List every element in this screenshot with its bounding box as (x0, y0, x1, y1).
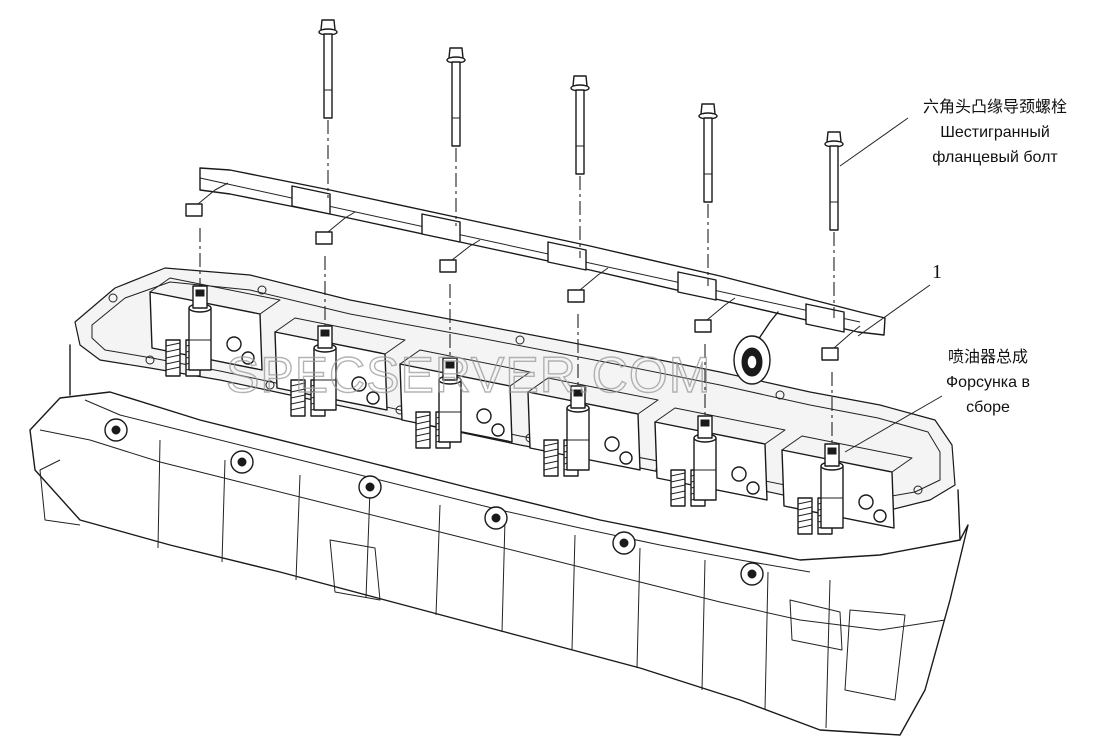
watermark-text: SPECSERVER.COM (226, 347, 711, 403)
flange-bolts (318, 19, 844, 318)
item-number-label: 1 (932, 261, 942, 283)
flange-bolt-4 (698, 103, 718, 286)
bolt-label-ru-line2: фланцевый болт (932, 149, 1058, 166)
flange-bolt-5 (824, 131, 844, 318)
injector-harness-rail (185, 167, 886, 385)
injector-label-zh: 喷油器总成 (948, 348, 1028, 366)
rail-connector-plugs (185, 182, 861, 361)
cylinder-4 (527, 314, 659, 477)
flange-bolt-1 (318, 19, 338, 198)
cylinder-2 (274, 256, 406, 417)
cylinder-assemblies (149, 228, 913, 535)
injector-callout: 喷油器总成 Форсунка в сборе (844, 348, 1030, 453)
bolt-label-ru-line1: Шестигранный (940, 124, 1050, 141)
cylinder-1 (149, 228, 281, 377)
flange-bolt-2 (446, 47, 466, 226)
harness-round-connector (733, 311, 779, 385)
cylinder-6 (781, 372, 913, 535)
item-number-callout: 1 (857, 261, 942, 337)
rail-bosses (291, 185, 845, 333)
flange-bolt-3 (570, 75, 590, 258)
head-bolts-front (104, 418, 764, 586)
injector-label-ru-line2: сборе (966, 399, 1010, 416)
cylinder-5 (654, 344, 786, 507)
cylinder-3 (399, 284, 531, 449)
bolt-callout: 六角头凸缘导颈螺栓 Шестигранный фланцевый болт (839, 98, 1067, 167)
bolt-label-zh: 六角头凸缘导颈螺栓 (923, 98, 1067, 116)
injector-label-ru-line1: Форсунка в (946, 374, 1030, 391)
